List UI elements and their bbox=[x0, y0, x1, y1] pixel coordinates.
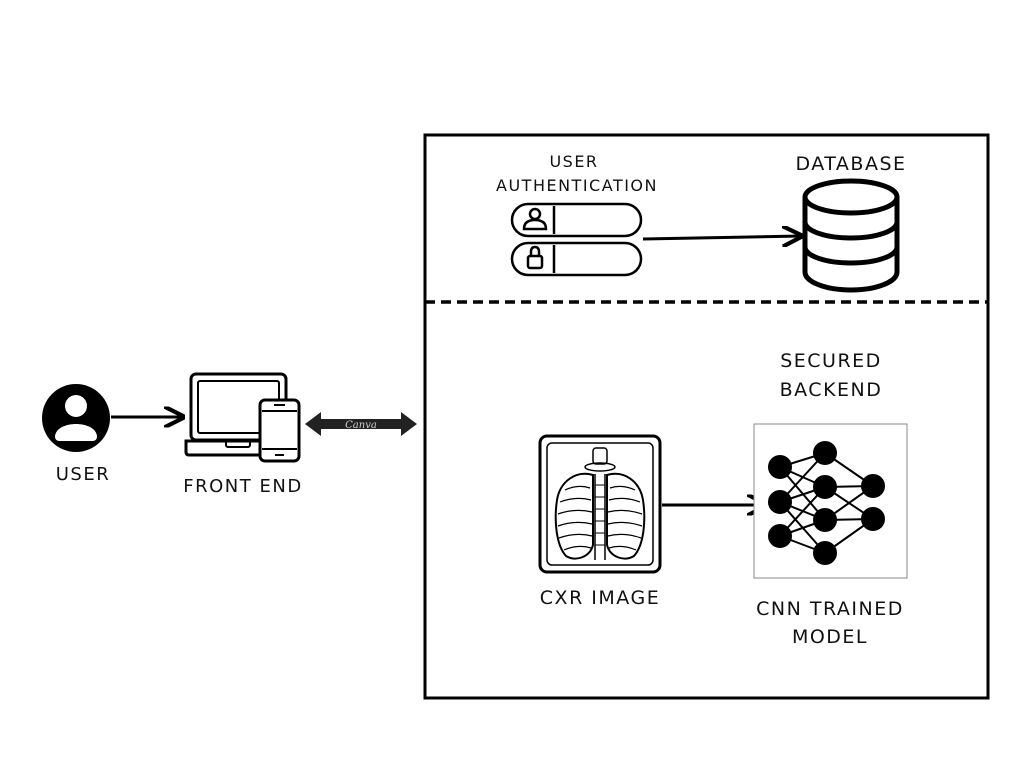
database-label: DATABASE bbox=[795, 153, 907, 175]
lock-icon bbox=[526, 245, 544, 270]
chest-xray-icon bbox=[538, 434, 662, 574]
user-avatar-icon bbox=[42, 384, 110, 452]
backend-label-line2: BACKEND bbox=[779, 379, 883, 401]
front-end-label: FRONT END bbox=[183, 476, 303, 497]
user-label: USER bbox=[55, 464, 111, 485]
backend-label-line1: SECURED bbox=[780, 350, 882, 372]
neural-network-icon bbox=[768, 441, 885, 565]
cxr-image-label: CXR IMAGE bbox=[539, 587, 661, 609]
auth-label-line2: AUTHENTICATION bbox=[496, 176, 658, 195]
backend-container bbox=[423, 133, 990, 700]
auth-label-line1: USER bbox=[549, 152, 599, 171]
double-arrow: Canva bbox=[305, 412, 417, 436]
auth-password-field bbox=[510, 241, 643, 277]
auth-username-field bbox=[510, 202, 643, 238]
person-icon bbox=[522, 207, 548, 231]
arrow-auth-to-database bbox=[642, 236, 801, 239]
database-icon bbox=[802, 178, 900, 293]
laptop-phone-icon bbox=[184, 372, 301, 463]
cnn-label-line2: MODEL bbox=[791, 626, 869, 648]
cnn-label-line1: CNN TRAINED bbox=[756, 598, 904, 620]
watermark-text: Canva bbox=[345, 420, 377, 431]
